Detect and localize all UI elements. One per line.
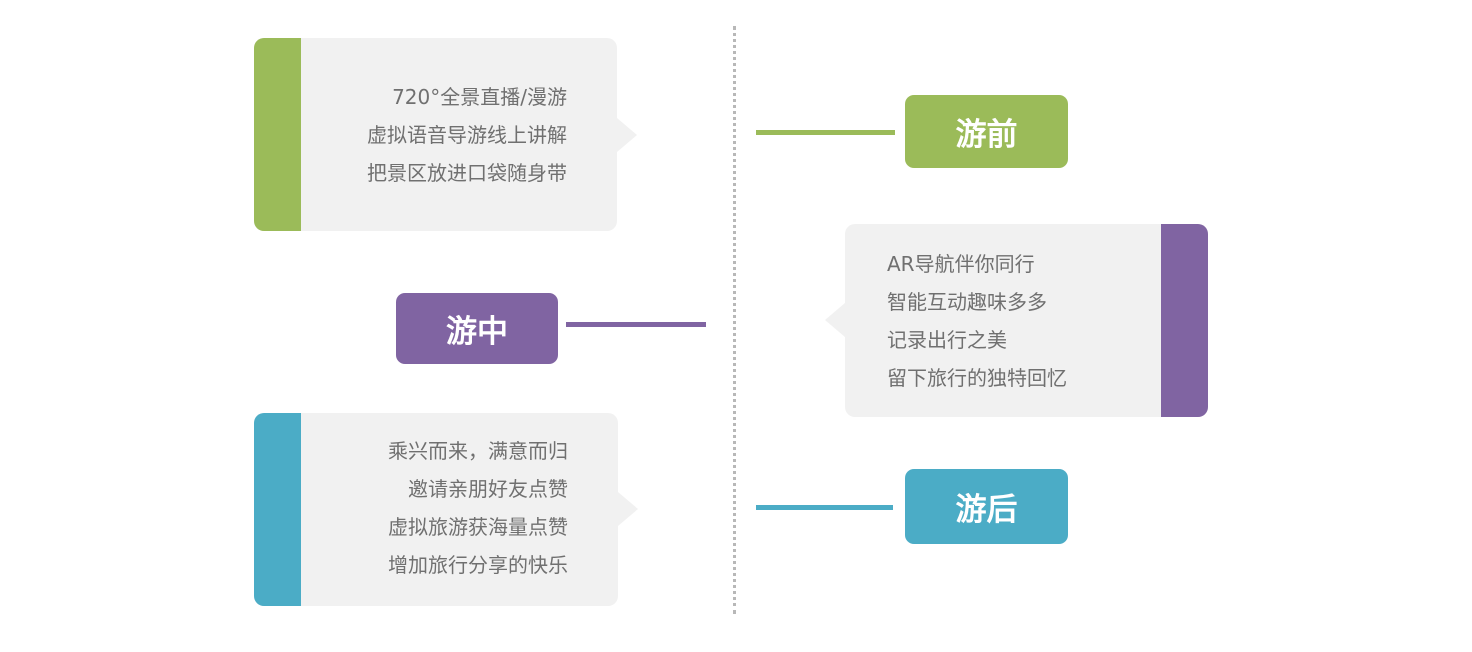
during-connector bbox=[566, 322, 706, 327]
before-color-bar bbox=[254, 38, 301, 231]
before-card: 720°全景直播/漫游 虚拟语音导游线上讲解 把景区放进口袋随身带 bbox=[254, 38, 637, 231]
before-line: 虚拟语音导游线上讲解 bbox=[367, 123, 567, 147]
after-line: 增加旅行分享的快乐 bbox=[388, 553, 568, 577]
during-stage-label: 游中 bbox=[396, 293, 558, 364]
after-line: 虚拟旅游获海量点赞 bbox=[388, 515, 568, 539]
before-card-pointer bbox=[617, 118, 637, 152]
during-lines: AR导航伴你同行 智能互动趣味多多 记录出行之美 留下旅行的独特回忆 bbox=[887, 245, 1067, 397]
during-card: AR导航伴你同行 智能互动趣味多多 记录出行之美 留下旅行的独特回忆 bbox=[825, 224, 1208, 417]
after-stage-label: 游后 bbox=[905, 469, 1068, 544]
after-card-pointer bbox=[618, 492, 638, 526]
after-lines: 乘兴而来，满意而归 邀请亲朋好友点赞 虚拟旅游获海量点赞 增加旅行分享的快乐 bbox=[388, 432, 568, 584]
after-color-bar bbox=[254, 413, 301, 606]
after-connector bbox=[756, 505, 893, 510]
before-connector bbox=[756, 130, 895, 135]
after-line: 邀请亲朋好友点赞 bbox=[408, 477, 568, 501]
before-lines: 720°全景直播/漫游 虚拟语音导游线上讲解 把景区放进口袋随身带 bbox=[367, 78, 567, 192]
after-card: 乘兴而来，满意而归 邀请亲朋好友点赞 虚拟旅游获海量点赞 增加旅行分享的快乐 bbox=[254, 413, 638, 606]
during-line: 智能互动趣味多多 bbox=[887, 290, 1047, 314]
during-line: AR导航伴你同行 bbox=[887, 252, 1035, 276]
during-line: 留下旅行的独特回忆 bbox=[887, 366, 1067, 390]
during-card-pointer bbox=[825, 303, 845, 337]
before-line: 720°全景直播/漫游 bbox=[392, 85, 567, 109]
after-line: 乘兴而来，满意而归 bbox=[388, 439, 568, 463]
before-line: 把景区放进口袋随身带 bbox=[367, 161, 567, 185]
during-color-bar bbox=[1161, 224, 1208, 417]
before-stage-label: 游前 bbox=[905, 95, 1068, 168]
during-line: 记录出行之美 bbox=[887, 328, 1007, 352]
center-divider bbox=[733, 26, 736, 614]
